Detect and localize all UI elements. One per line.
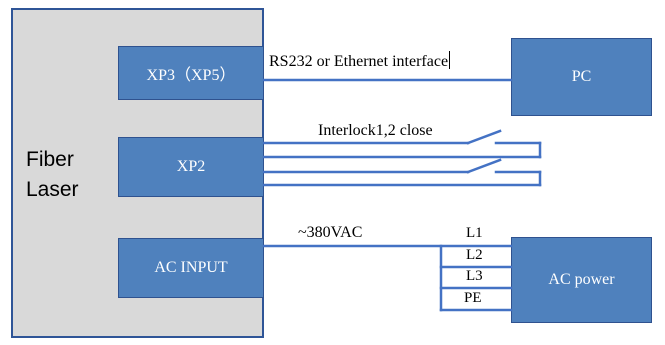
phase-pe-label: PE <box>464 290 482 306</box>
ac-power-box: AC power <box>511 237 652 323</box>
phase-l2-label: L2 <box>466 247 483 263</box>
pc-label: PC <box>571 68 592 85</box>
fiber-laser-label: Fiber Laser <box>26 145 106 205</box>
phase-l3-label: L3 <box>466 268 483 284</box>
ac-input-port-box: AC INPUT <box>118 238 264 298</box>
fiber-laser-label-line1: Fiber <box>26 148 74 171</box>
phase-l1-label: L1 <box>466 225 483 241</box>
interlock-switch-2 <box>466 158 502 174</box>
ac-input-port-label: AC INPUT <box>154 259 228 276</box>
xp3-port-box: XP3（XP5） <box>118 46 264 100</box>
xp2-port-label: XP2 <box>176 158 206 175</box>
fiber-laser-label-line2: Laser <box>26 178 79 201</box>
voltage-label: ~380VAC <box>298 224 363 241</box>
xp2-port-box: XP2 <box>118 137 264 197</box>
xp3-port-label: XP3（XP5） <box>146 67 236 84</box>
ac-power-label: AC power <box>548 271 615 288</box>
data-link-label: RS232 or Ethernet interface <box>269 51 451 70</box>
pc-box: PC <box>511 38 652 116</box>
interlock-label: Interlock1,2 close <box>318 122 433 139</box>
interlock-switch-1 <box>466 129 502 145</box>
